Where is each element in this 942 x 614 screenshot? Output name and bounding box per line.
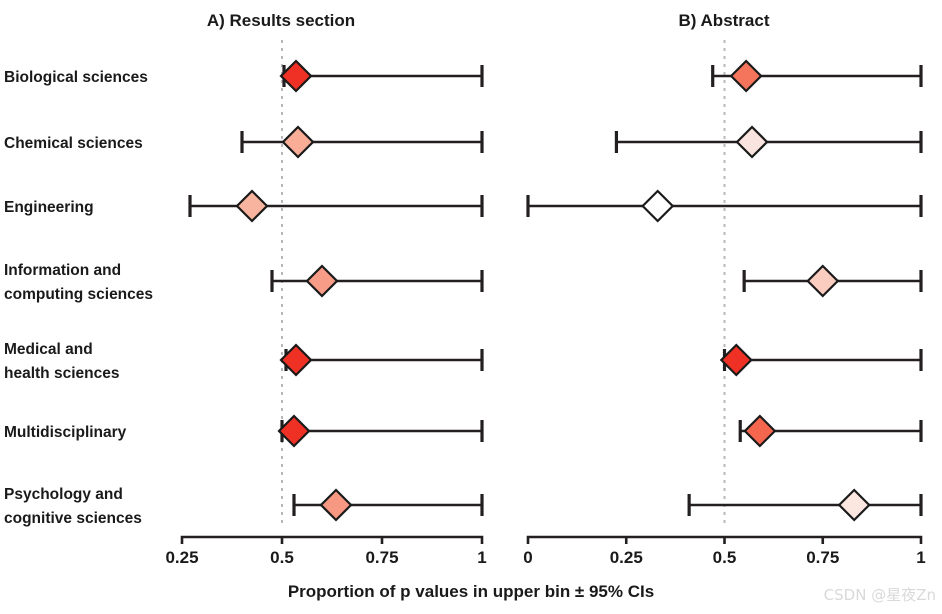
data-row-panel-B-4 [742, 264, 923, 298]
watermark: CSDN @星夜Zn [824, 586, 936, 604]
estimate-diamond [235, 189, 269, 223]
estimate-diamond [719, 343, 753, 377]
row-label-2: Chemical sciences [4, 135, 143, 152]
row-label-4: computing sciences [4, 286, 153, 303]
data-row-panel-B-7 [687, 488, 923, 522]
x-tick-label-panel-B-4: 1 [916, 548, 925, 567]
estimate-diamond [743, 414, 777, 448]
data-row-panel-B-1 [711, 59, 923, 93]
x-tick-label-panel-B-2: 0.5 [713, 548, 737, 567]
row-label-3: Engineering [4, 199, 94, 216]
x-tick-label-panel-A-1: 0.5 [270, 548, 294, 567]
estimate-diamond [305, 264, 339, 298]
data-row-panel-A-6 [277, 414, 484, 448]
data-row-panel-A-3 [188, 189, 484, 223]
data-row-panel-B-2 [614, 125, 923, 159]
estimate-diamond [735, 125, 769, 159]
estimate-diamond [281, 125, 315, 159]
panel-title-B: B) Abstract [679, 11, 770, 30]
data-row-panel-B-5 [719, 343, 923, 377]
x-tick-label-panel-A-0: 0.25 [165, 548, 198, 567]
estimate-diamond [277, 414, 311, 448]
x-tick-label-panel-B-0: 0 [523, 548, 532, 567]
x-axis-panel-A [180, 535, 484, 544]
estimate-diamond [279, 59, 313, 93]
estimate-diamond [319, 488, 353, 522]
estimate-diamond [837, 488, 871, 522]
data-row-panel-A-1 [279, 59, 484, 93]
x-tick-label-panel-B-1: 0.25 [610, 548, 643, 567]
estimate-diamond [806, 264, 840, 298]
row-label-7: Psychology and [4, 486, 123, 503]
estimate-diamond [279, 343, 313, 377]
estimate-diamond [641, 189, 675, 223]
data-row-panel-A-4 [270, 264, 484, 298]
row-label-5: Medical and [4, 341, 93, 358]
row-label-4: Information and [4, 262, 121, 279]
row-label-1: Biological sciences [4, 69, 148, 86]
data-row-panel-A-2 [240, 125, 484, 159]
data-row-panel-B-3 [526, 189, 923, 223]
data-row-panel-B-6 [738, 414, 923, 448]
estimate-diamond [729, 59, 763, 93]
x-axis-title: Proportion of p values in upper bin ± 95… [288, 582, 654, 601]
x-tick-label-panel-B-3: 0.75 [806, 548, 839, 567]
x-tick-label-panel-A-2: 0.75 [365, 548, 398, 567]
x-tick-label-panel-A-3: 1 [477, 548, 486, 567]
data-row-panel-A-7 [292, 488, 484, 522]
row-label-5: health sciences [4, 365, 119, 382]
row-label-6: Multidisciplinary [4, 424, 127, 441]
row-label-7: cognitive sciences [4, 510, 142, 527]
panel-title-A: A) Results section [207, 11, 355, 30]
data-row-panel-A-5 [279, 343, 484, 377]
